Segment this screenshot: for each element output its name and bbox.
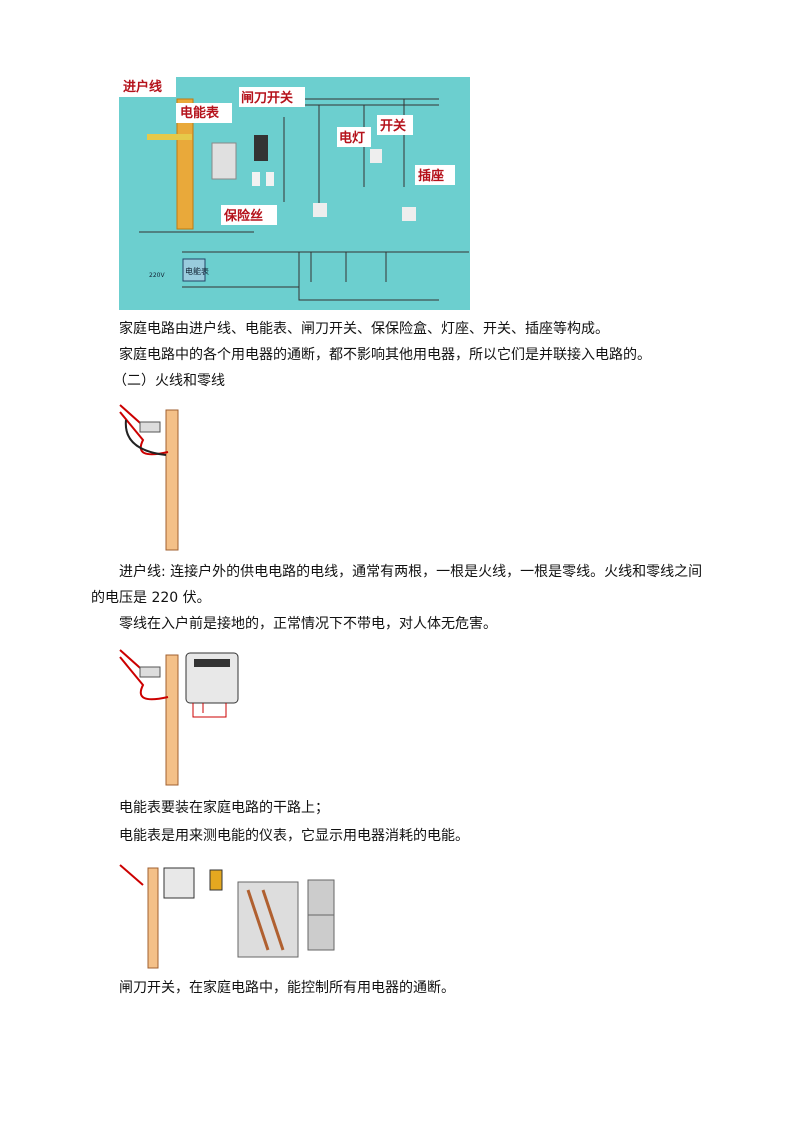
paragraph: 家庭电路由进户线、电能表、闸刀开关、保保险盒、灯座、开关、插座等构成。 [119,321,609,337]
paragraph: 闸刀开关，在家庭电路中，能控制所有用电器的通断。 [119,980,455,996]
paragraph: 进户线: 连接户外的供电电路的电线，通常有两根，一根是火线，一根是零线。火线和零… [119,564,703,580]
paragraph: 电能表要装在家庭电路的干路上； [119,800,329,816]
voltage-label: 220V [149,272,165,279]
label-incoming: 进户线 [123,79,162,95]
household-circuit-figure: 电能表 220V 进户线 电能表 闸刀开关 电灯 开关 插座 保险丝 [119,77,470,310]
incoming-wires-figure [119,404,179,551]
meter-box-label: 电能表 [185,266,209,276]
section-heading: （二）火线和零线 [113,373,225,389]
paragraph: 家庭电路中的各个用电器的通断，都不影响其他用电器，所以它们是并联接入电路的。 [119,347,651,363]
paragraph: 零线在入户前是接地的，正常情况下不带电，对人体无危害。 [119,616,497,632]
knife-switch-figure [119,864,335,969]
label-fuse: 保险丝 [223,208,263,224]
paragraph: 的电压是 220 伏。 [91,590,211,606]
label-switch: 开关 [380,118,406,134]
label-lamp: 电灯 [339,130,365,146]
meter-figure [119,649,239,786]
label-socket: 插座 [418,168,444,184]
paragraph: 电能表是用来测电能的仪表，它显示用电器消耗的电能。 [119,828,469,844]
label-knife-switch: 闸刀开关 [241,90,293,106]
label-meter: 电能表 [180,105,220,121]
